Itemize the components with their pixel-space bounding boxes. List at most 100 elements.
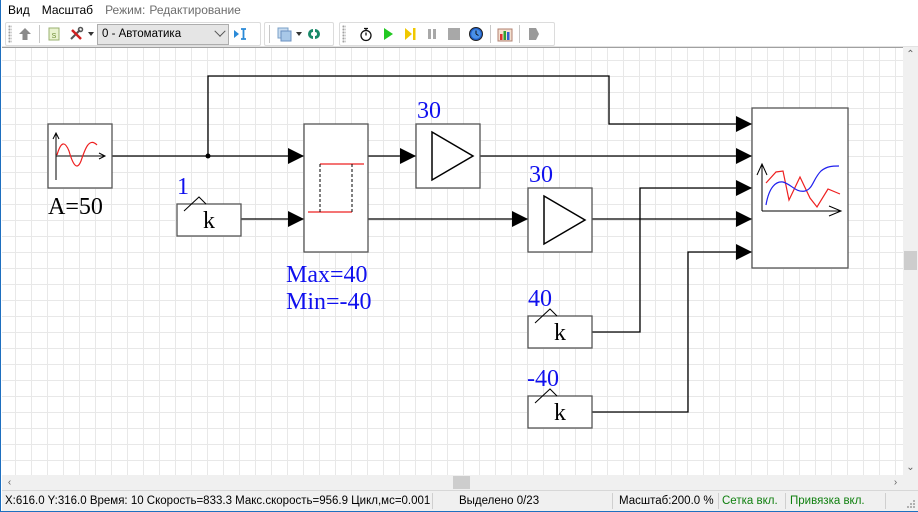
mode-select[interactable]: 0 - Автоматика xyxy=(97,23,229,45)
knob-icon xyxy=(183,196,207,212)
menu-bar: Вид Масштаб Режим: Редактирование xyxy=(2,0,918,20)
toolbar-separator xyxy=(39,25,40,43)
layers-icon xyxy=(277,27,292,42)
status-selected: Выделено 0/23 xyxy=(459,495,540,507)
chart-icon xyxy=(497,28,513,42)
status-bar: X:616.0 Y:316.0 Время: 10 Скорость=833.3… xyxy=(2,490,918,511)
toolbar-separator xyxy=(519,25,520,43)
const-value-label: 1 xyxy=(177,174,189,200)
const-block-1[interactable]: k 1 xyxy=(176,174,242,237)
status-divider xyxy=(885,493,886,509)
relay-max-label: Max=40 xyxy=(286,262,368,288)
mode-select-value: 0 - Автоматика xyxy=(102,28,182,40)
const-value-label: 40 xyxy=(528,286,552,312)
relay-min-label: Min=-40 xyxy=(286,289,372,315)
status-snap[interactable]: Привязка вкл. xyxy=(790,495,865,507)
menu-mode-label: Режим: xyxy=(105,3,146,17)
stopwatch-button[interactable] xyxy=(356,24,376,44)
pause-button[interactable] xyxy=(422,24,442,44)
chevron-down-icon xyxy=(214,25,226,37)
const-block-minus40[interactable]: k -40 xyxy=(527,366,593,429)
horizontal-scrollbar[interactable]: ‹ › xyxy=(2,475,903,490)
up-arrow-icon xyxy=(19,28,31,40)
const-block-40[interactable]: k 40 xyxy=(527,286,593,349)
wires xyxy=(112,75,752,413)
svg-text:S: S xyxy=(52,33,57,40)
horizontal-scroll-thumb[interactable] xyxy=(453,476,470,489)
axis-icon xyxy=(56,152,107,160)
wire-const40-to-scope-3[interactable] xyxy=(592,180,752,333)
status-scale: Масштаб:200.0 % xyxy=(619,495,714,507)
pause-icon xyxy=(428,29,436,39)
menu-scale[interactable]: Масштаб xyxy=(41,3,94,17)
play-icon xyxy=(384,28,393,40)
diagram-canvas[interactable]: A=50 k 1 Max=40 Min=-40 xyxy=(2,47,903,475)
exit-icon xyxy=(529,28,539,40)
script-button[interactable]: S xyxy=(44,24,64,44)
tools-button[interactable] xyxy=(66,24,86,44)
junction-dot xyxy=(205,153,211,159)
step-button[interactable] xyxy=(400,24,420,44)
exit-button[interactable] xyxy=(524,24,544,44)
scroll-down-arrow[interactable]: ⌄ xyxy=(906,462,915,473)
knob-icon xyxy=(534,308,558,324)
const-symbol: k xyxy=(554,320,566,346)
toolbar-grip[interactable] xyxy=(8,25,12,43)
gain-block-1[interactable]: 30 xyxy=(415,98,481,189)
script-icon: S xyxy=(48,27,60,41)
chart-button[interactable] xyxy=(495,24,515,44)
menu-view[interactable]: Вид xyxy=(8,3,30,17)
toolbar-grip[interactable] xyxy=(342,25,346,43)
status-divider xyxy=(612,493,613,509)
gain-value-label: 30 xyxy=(417,98,441,124)
gain-block-2[interactable]: 30 xyxy=(527,162,593,253)
tools-dropdown[interactable] xyxy=(87,24,95,44)
plot-red-icon xyxy=(765,170,841,209)
stopwatch-icon xyxy=(360,27,372,42)
vertical-scroll-thumb[interactable] xyxy=(904,251,917,270)
stop-icon xyxy=(448,28,460,40)
scroll-left-arrow[interactable]: ‹ xyxy=(7,477,12,488)
axis-icon xyxy=(756,162,768,211)
up-level-button[interactable] xyxy=(15,24,35,44)
layers-dropdown[interactable] xyxy=(295,24,303,44)
step-icon xyxy=(405,28,416,40)
step-into-icon xyxy=(234,28,246,40)
clock-button[interactable] xyxy=(466,24,486,44)
gain-value-label: 30 xyxy=(529,162,553,188)
triangle-icon xyxy=(431,130,475,182)
toolbar: S 0 - Автоматика xyxy=(2,20,918,47)
toolbar-group-sim xyxy=(339,22,555,46)
scroll-up-arrow[interactable]: ⌃ xyxy=(906,49,915,60)
resize-grip-icon[interactable] xyxy=(905,498,915,508)
toolbar-separator xyxy=(490,25,491,43)
tools-icon xyxy=(70,26,84,40)
sync-button[interactable] xyxy=(304,24,324,44)
sine-wave-icon xyxy=(56,141,98,167)
wire-constm40-to-scope-5[interactable] xyxy=(592,244,752,413)
status-grid[interactable]: Сетка вкл. xyxy=(722,495,778,507)
sine-amplitude-label: A=50 xyxy=(48,194,103,220)
layers-button[interactable] xyxy=(274,24,294,44)
knob-icon xyxy=(534,388,558,404)
relay-block[interactable]: Max=40 Min=-40 xyxy=(286,123,372,315)
scroll-right-arrow[interactable]: › xyxy=(893,477,898,488)
status-divider xyxy=(785,493,786,509)
play-button[interactable] xyxy=(378,24,398,44)
step-into-button[interactable] xyxy=(230,24,250,44)
plot-blue-icon xyxy=(765,165,840,206)
status-divider xyxy=(718,493,719,509)
clock-icon xyxy=(469,27,483,41)
status-coords: X:616.0 Y:316.0 Время: 10 Скорость=833.3… xyxy=(5,495,431,507)
stop-button[interactable] xyxy=(444,24,464,44)
sync-icon xyxy=(308,29,320,39)
relay-hysteresis-lines xyxy=(319,164,353,212)
triangle-icon xyxy=(543,194,587,246)
scope-block[interactable] xyxy=(751,107,849,269)
wire-sine-to-scope-1[interactable] xyxy=(207,75,752,156)
sine-block[interactable]: A=50 xyxy=(47,123,113,220)
vertical-scrollbar[interactable]: ⌃ ⌄ xyxy=(903,47,918,475)
toolbar-group-edit: S 0 - Автоматика xyxy=(5,22,261,46)
status-divider xyxy=(432,493,433,509)
